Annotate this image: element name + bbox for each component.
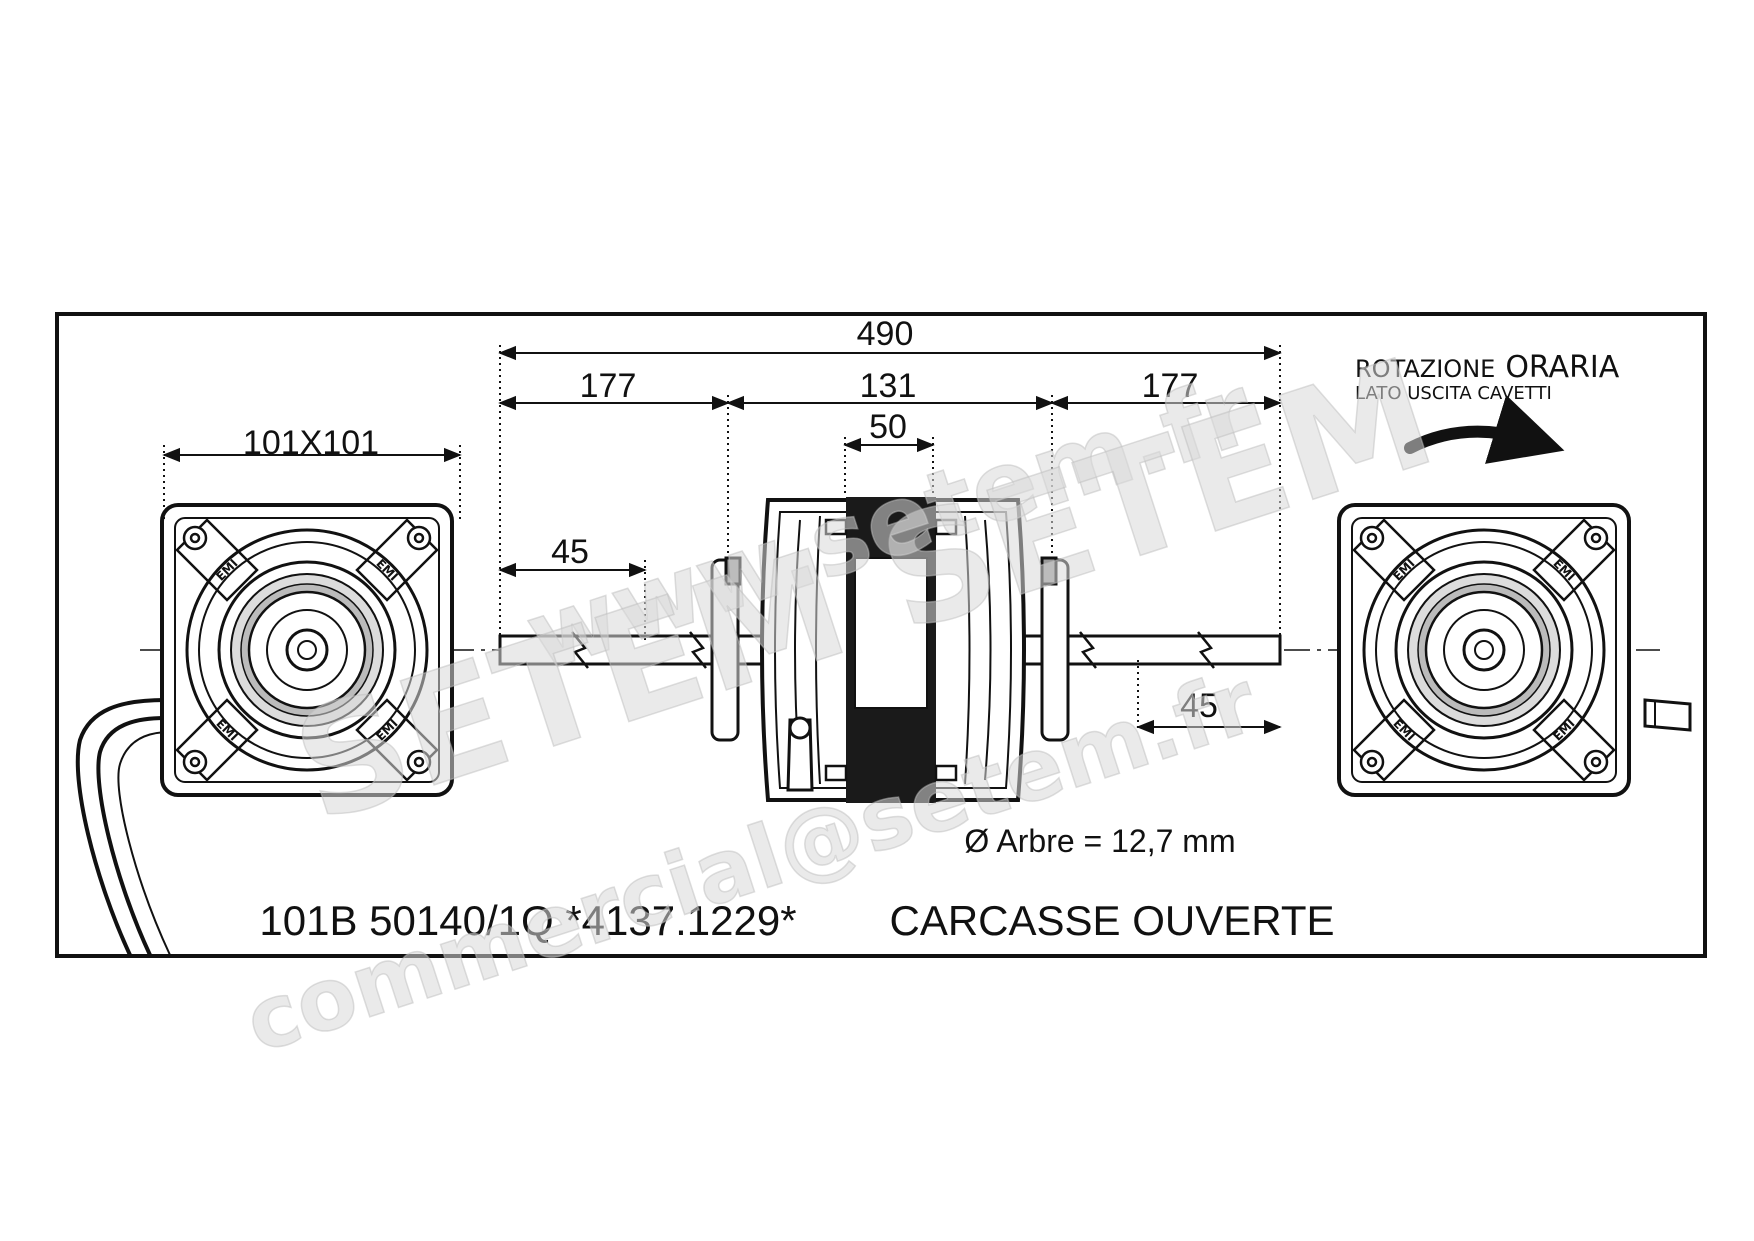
dim-flange: 101X101 xyxy=(243,424,379,462)
dimensions xyxy=(162,345,1282,735)
side-view xyxy=(498,497,1282,803)
drawing-frame xyxy=(55,312,1707,958)
dim-shaft-tip-right: 45 xyxy=(1180,687,1218,725)
dim-total-length: 490 xyxy=(857,315,914,353)
dim-shaft-right: 177 xyxy=(1142,367,1199,405)
rotation-arrow-icon xyxy=(1404,395,1565,464)
part-number: 101B 50140/1Q *4137.1229* xyxy=(259,897,796,944)
left-flange-view xyxy=(75,503,454,956)
right-flange-view xyxy=(1337,503,1692,797)
housing-type: CARCASSE OUVERTE xyxy=(890,897,1335,944)
dim-shaft-left: 177 xyxy=(580,367,637,405)
dim-body: 131 xyxy=(860,367,917,405)
dim-shaft-tip-left: 45 xyxy=(551,533,589,571)
dim-core: 50 xyxy=(869,408,907,446)
shaft-diameter-note: Ø Arbre = 12,7 mm xyxy=(964,823,1235,859)
